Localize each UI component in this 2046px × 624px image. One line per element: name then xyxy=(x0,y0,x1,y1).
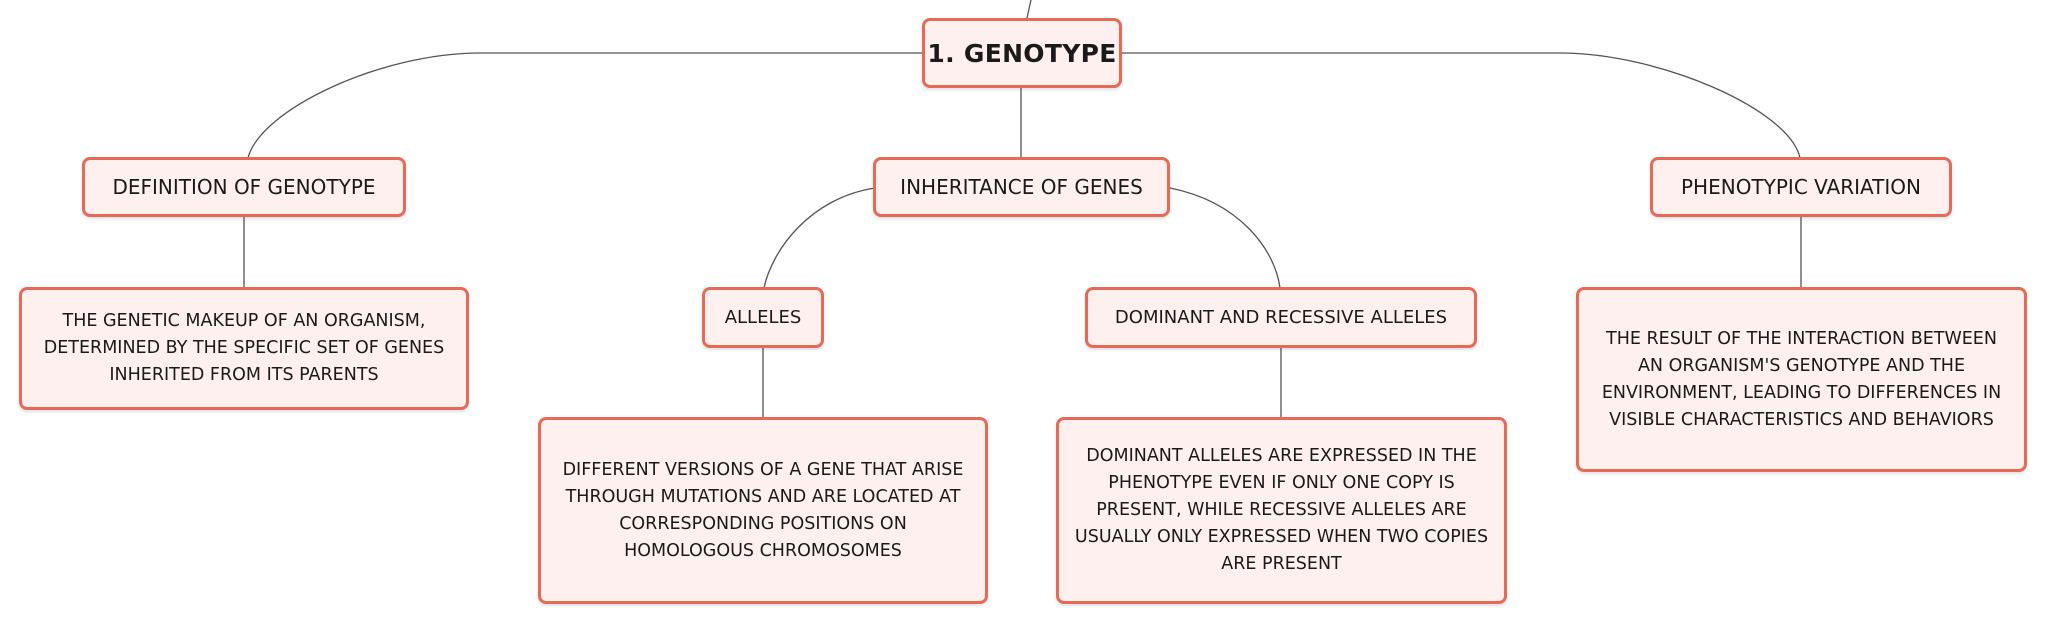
detail-node-text: THE GENETIC MAKEUP OF AN ORGANISM, DETER… xyxy=(43,311,445,385)
topic-node-label: INHERITANCE OF GENES xyxy=(900,175,1143,199)
root-node-label: 1. GENOTYPE xyxy=(927,38,1117,68)
subtopic-node-dominant-recessive[interactable]: DOMINANT AND RECESSIVE ALLELES xyxy=(1085,287,1477,348)
detail-node-text: THE RESULT OF THE INTERACTION BETWEEN AN… xyxy=(1601,328,2002,430)
detail-node-alleles[interactable]: DIFFERENT VERSIONS OF A GENE THAT ARISE … xyxy=(538,417,988,604)
detail-node-definition[interactable]: THE GENETIC MAKEUP OF AN ORGANISM, DETER… xyxy=(19,287,469,410)
topic-node-inheritance[interactable]: INHERITANCE OF GENES xyxy=(873,157,1170,217)
connector-root-phenotypic xyxy=(1122,52,1801,159)
connector-root-definition xyxy=(247,52,922,159)
subtopic-node-label: DOMINANT AND RECESSIVE ALLELES xyxy=(1114,307,1448,328)
subtopic-node-alleles[interactable]: ALLELES xyxy=(702,287,824,348)
detail-node-dominant-recessive[interactable]: DOMINANT ALLELES ARE EXPRESSED IN THE PH… xyxy=(1056,417,1507,604)
topic-node-label: PHENOTYPIC VARIATION xyxy=(1681,175,1921,199)
connector-inheritance-dominant xyxy=(1169,187,1281,289)
detail-node-phenotypic-variation[interactable]: THE RESULT OF THE INTERACTION BETWEEN AN… xyxy=(1576,287,2027,472)
topic-node-definition[interactable]: DEFINITION OF GENOTYPE xyxy=(82,157,406,217)
topic-node-phenotypic-variation[interactable]: PHENOTYPIC VARIATION xyxy=(1650,157,1952,217)
subtopic-node-label: ALLELES xyxy=(724,307,802,328)
root-node-genotype[interactable]: 1. GENOTYPE xyxy=(922,18,1122,88)
topic-node-label: DEFINITION OF GENOTYPE xyxy=(112,175,376,199)
detail-node-text: DOMINANT ALLELES ARE EXPRESSED IN THE PH… xyxy=(1074,446,1489,574)
connector-inheritance-alleles xyxy=(763,187,876,289)
connector-root-parent xyxy=(1026,0,1032,19)
detail-node-text: DIFFERENT VERSIONS OF A GENE THAT ARISE … xyxy=(562,459,964,561)
